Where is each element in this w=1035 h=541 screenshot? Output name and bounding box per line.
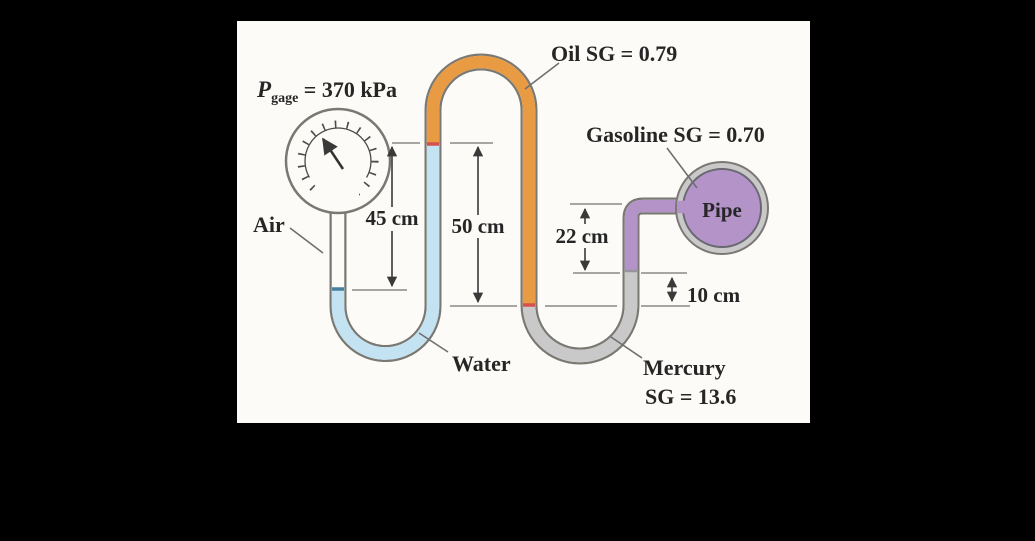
dim-22-label: 22 cm [555, 224, 609, 248]
dim-45-label: 45 cm [365, 206, 419, 230]
pipe-section [675, 161, 769, 255]
mercury-leader [610, 336, 643, 359]
water-leader [418, 332, 449, 353]
manometer-diagram: Pgage = 370 kPa Oil SG = 0.79 Gasoline S… [253, 41, 769, 409]
oil-leader [524, 62, 560, 90]
gauge-pressure-label: Pgage = 370 kPa [256, 77, 397, 106]
air-leader [289, 227, 324, 254]
pressure-gauge [284, 107, 392, 215]
fluid-gasoline [624, 199, 689, 271]
air-label: Air [253, 212, 285, 237]
mercury-label-line1: Mercury [643, 355, 726, 380]
fluid-water [331, 144, 440, 360]
mercury-label-line2: SG = 13.6 [645, 384, 736, 409]
gasoline-label: Gasoline SG = 0.70 [586, 122, 765, 147]
pressure-subscript: gage [271, 91, 298, 106]
pipe-label: Pipe [702, 198, 742, 222]
diagram-panel: Pgage = 370 kPa Oil SG = 0.79 Gasoline S… [237, 21, 810, 423]
fluid-mercury [522, 271, 638, 363]
dim-50-label: 50 cm [451, 214, 505, 238]
gasoline-leader [666, 147, 698, 189]
dimension-arrows [386, 145, 678, 304]
reference-lines [352, 142, 690, 307]
pressure-value: = 370 kPa [298, 77, 397, 102]
leader-lines [289, 62, 698, 359]
oil-label: Oil SG = 0.79 [551, 41, 677, 66]
water-label: Water [452, 351, 511, 376]
dim-10-label: 10 cm [687, 283, 741, 307]
gauge-tick-ring [297, 120, 379, 202]
fluid-oil [426, 55, 536, 305]
gauge-needle [321, 137, 345, 170]
pressure-symbol: P [256, 77, 272, 102]
gauge-dial-arc [304, 127, 372, 178]
gauge-dial-bottom-mask [317, 172, 359, 206]
